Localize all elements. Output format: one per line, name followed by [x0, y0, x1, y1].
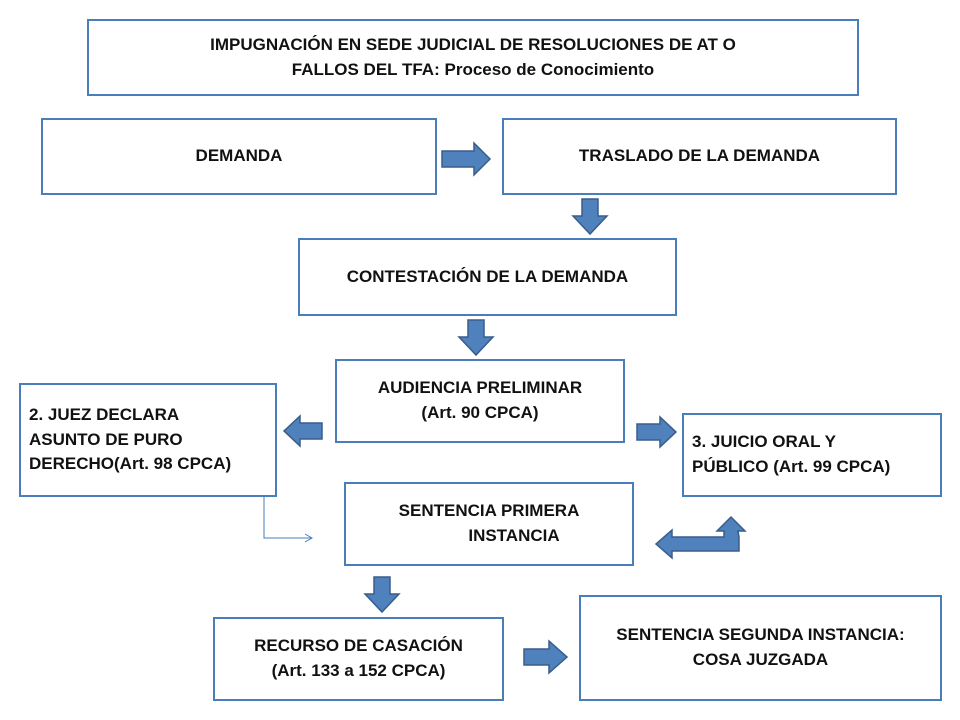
- node-recurso-line-2: (Art. 133 a 152 CPCA): [271, 661, 446, 680]
- node-sentencia-primera: SENTENCIA PRIMERA INSTANCIA: [344, 482, 634, 566]
- node-traslado: TRASLADO DE LA DEMANDA: [502, 118, 897, 195]
- node-recurso: RECURSO DE CASACIÓN (Art. 133 a 152 CPCA…: [213, 617, 504, 701]
- node-demanda: DEMANDA: [41, 118, 437, 195]
- node-juez-line-1: 2. JUEZ DECLARA: [29, 405, 180, 425]
- node-juez: 2. JUEZ DECLARA ASUNTO DE PURO DERECHO(A…: [19, 383, 277, 497]
- title-box: IMPUGNACIÓN EN SEDE JUDICIAL DE RESOLUCI…: [87, 19, 859, 96]
- node-sentencia-segunda-line-2: COSA JUZGADA: [692, 650, 829, 669]
- arrow-recurso-to-sentencia-segunda: [523, 639, 569, 675]
- node-juez-line-3: DERECHO(Art. 98 CPCA): [29, 454, 232, 474]
- arrow-sentencia-to-recurso: [363, 576, 401, 614]
- node-audiencia: AUDIENCIA PRELIMINAR (Art. 90 CPCA): [335, 359, 625, 443]
- node-sentencia-segunda: SENTENCIA SEGUNDA INSTANCIA: COSA JUZGAD…: [579, 595, 942, 701]
- node-contestacion: CONTESTACIÓN DE LA DEMANDA: [298, 238, 677, 316]
- node-contestacion-label: CONTESTACIÓN DE LA DEMANDA: [346, 266, 629, 286]
- node-audiencia-line-1: AUDIENCIA PRELIMINAR: [377, 378, 583, 398]
- node-sentencia-segunda-line-1: SENTENCIA SEGUNDA INSTANCIA:: [616, 625, 905, 645]
- title-subtitle: Proceso de Conocimiento: [444, 59, 655, 79]
- title-line-1: IMPUGNACIÓN EN SEDE JUDICIAL DE RESOLUCI…: [210, 34, 736, 54]
- arrow-audiencia-to-juicio: [636, 415, 678, 449]
- node-demanda-label: DEMANDA: [195, 146, 283, 166]
- arrow-contestacion-to-audiencia: [457, 319, 495, 357]
- title-main-text: FALLOS DEL TFA:: [291, 59, 440, 79]
- arrow-juicio-to-sentencia-primera: [654, 515, 747, 560]
- node-sentencia-primera-line-1: SENTENCIA PRIMERA: [398, 501, 580, 521]
- node-juicio-line-1: 3. JUICIO ORAL Y: [692, 432, 836, 452]
- node-juicio: 3. JUICIO ORAL Y PÚBLICO (Art. 99 CPCA): [682, 413, 942, 497]
- node-audiencia-line-2: (Art. 90 CPCA): [421, 403, 539, 422]
- connector-juez-to-sentencia: [263, 497, 314, 543]
- node-sentencia-primera-line-2: INSTANCIA: [468, 526, 560, 545]
- node-juicio-line-2: PÚBLICO (Art. 99 CPCA): [692, 457, 891, 476]
- node-traslado-label: TRASLADO DE LA DEMANDA: [578, 146, 821, 166]
- node-recurso-line-1: RECURSO DE CASACIÓN: [254, 636, 463, 656]
- node-juez-line-2: ASUNTO DE PURO: [29, 429, 183, 449]
- arrow-demanda-to-traslado: [441, 141, 492, 177]
- arrow-audiencia-to-juez: [282, 414, 323, 448]
- arrow-traslado-to-contestacion: [571, 198, 609, 236]
- title-line-2: FALLOS DEL TFA: Proceso de Conocimiento: [210, 58, 736, 83]
